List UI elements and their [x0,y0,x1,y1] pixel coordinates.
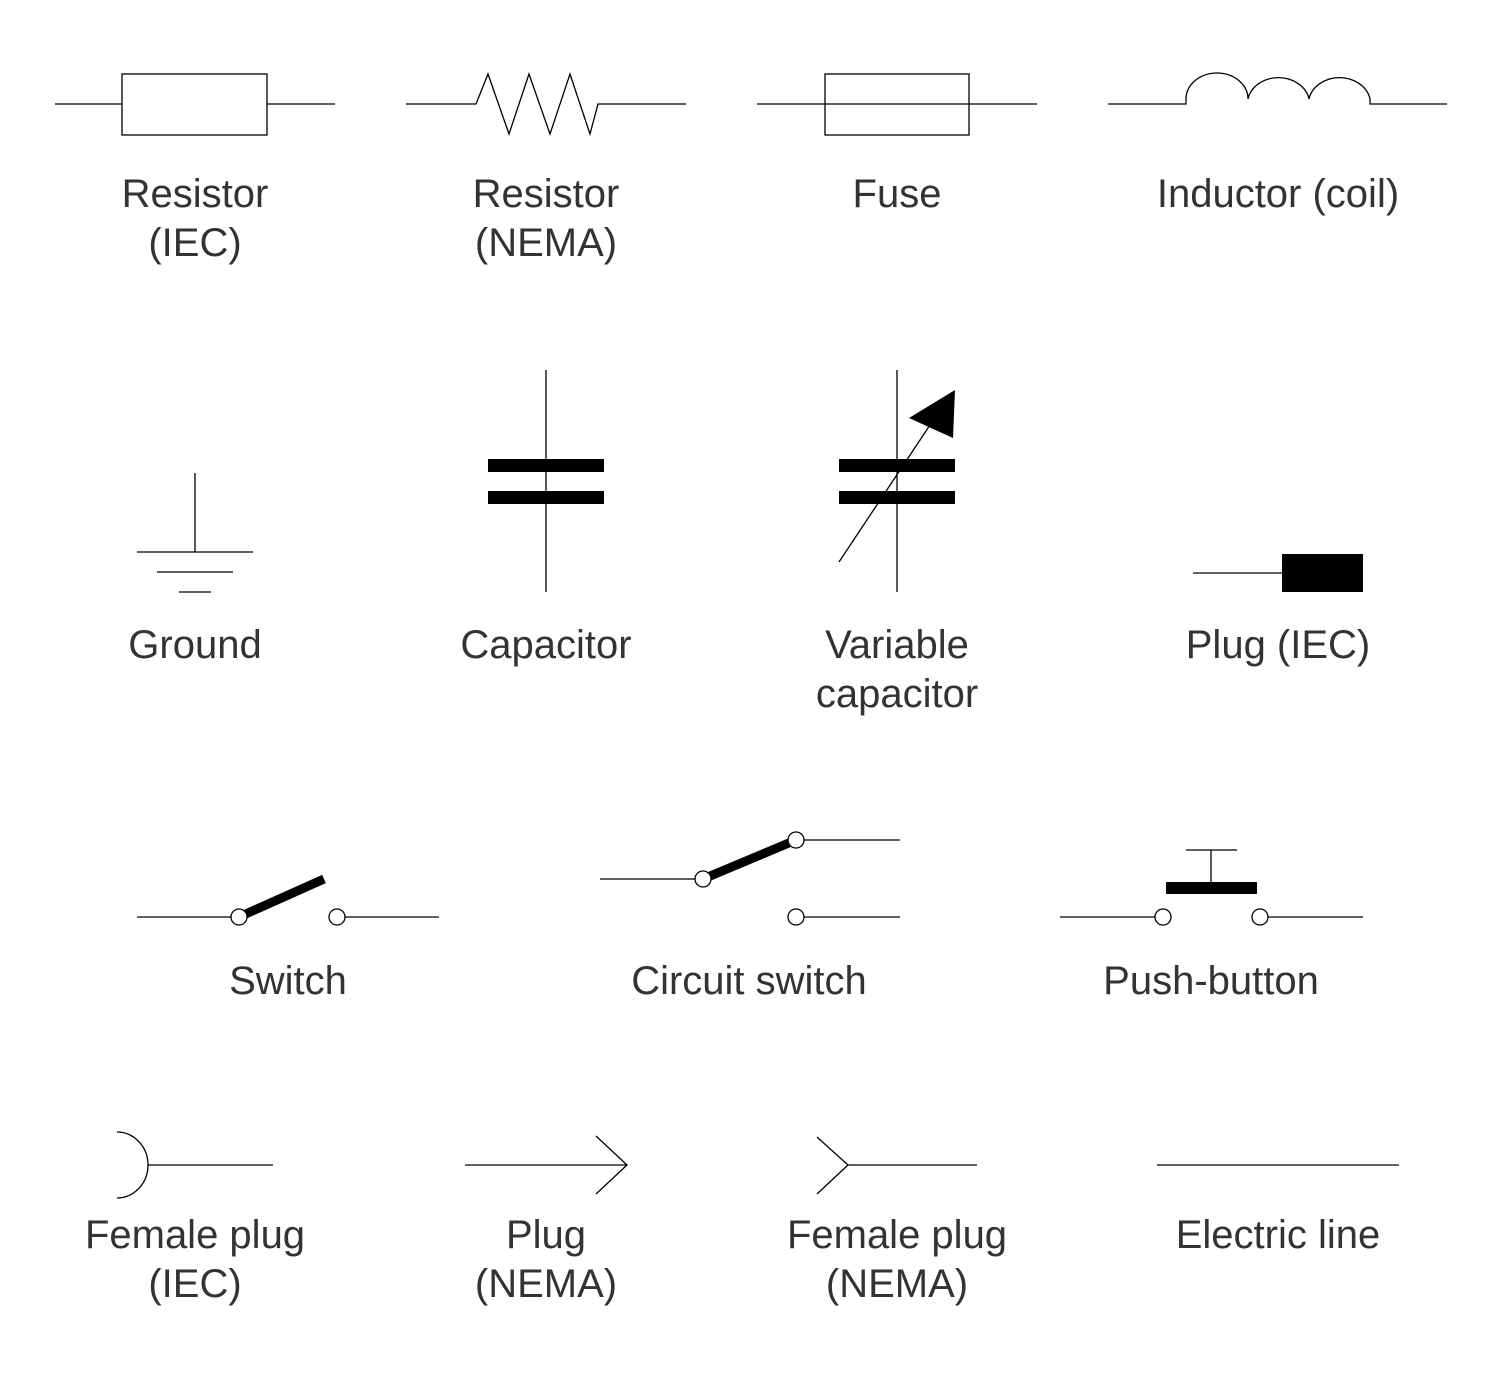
capacitor-label: Capacitor [460,623,631,667]
female-plug-nema-label-line2: (NEMA) [826,1262,968,1306]
plug-iec-label: Plug (IEC) [1186,623,1371,667]
capacitor-symbol [488,370,604,592]
variable-capacitor-symbol [838,370,955,592]
plug-iec-symbol [1193,554,1363,592]
push-button-label: Push-button [1103,959,1319,1003]
switch-label: Switch [229,959,347,1003]
resistor-nema-symbol [406,71,686,137]
female-plug-iec-label: Female plug [85,1213,305,1257]
circuit-switch-label: Circuit switch [631,959,867,1003]
female-plug-nema-label: Female plug [787,1213,1007,1257]
inductor-label: Inductor (coil) [1157,172,1399,216]
female-plug-nema-symbol [816,1136,977,1195]
resistor-iec-label: Resistor [122,172,269,216]
circuit-switch-symbol [600,831,900,926]
push-button-symbol [1060,849,1363,926]
resistor-iec-symbol [55,73,335,136]
variable-capacitor-label-line2: capacitor [816,672,978,716]
ground-symbol [137,473,253,593]
resistor-iec-label-line2: (IEC) [148,221,241,265]
plug-nema-label: Plug [506,1213,586,1257]
inductor-symbol [1108,72,1447,105]
female-plug-iec-symbol [116,1131,273,1199]
female-plug-iec-label-line2: (IEC) [148,1262,241,1306]
resistor-nema-label-line2: (NEMA) [475,221,617,265]
fuse-label: Fuse [853,172,942,216]
electric-line-label: Electric line [1176,1213,1381,1257]
resistor-nema-label: Resistor [473,172,620,216]
ground-label: Ground [128,623,261,667]
switch-symbol [137,874,439,926]
fuse-symbol [757,73,1037,136]
plug-nema-label-line2: (NEMA) [475,1262,617,1306]
variable-capacitor-label: Variable [825,623,969,667]
plug-nema-symbol [465,1135,628,1195]
